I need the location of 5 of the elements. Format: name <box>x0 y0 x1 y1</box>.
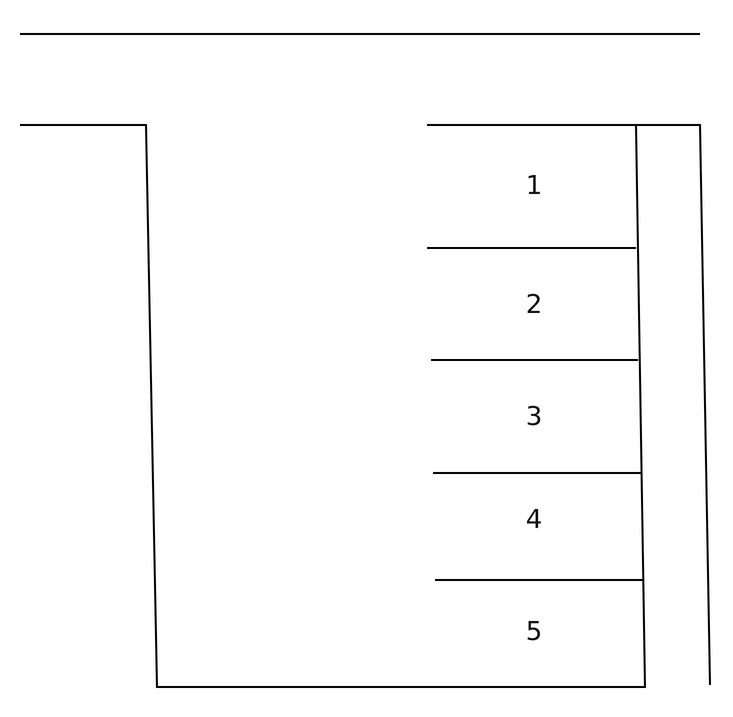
space-number: 5 <box>526 617 542 647</box>
space-number: 1 <box>526 171 542 201</box>
space-number: 3 <box>526 402 542 432</box>
space-number: 4 <box>526 505 542 535</box>
space-number: 2 <box>526 290 542 320</box>
